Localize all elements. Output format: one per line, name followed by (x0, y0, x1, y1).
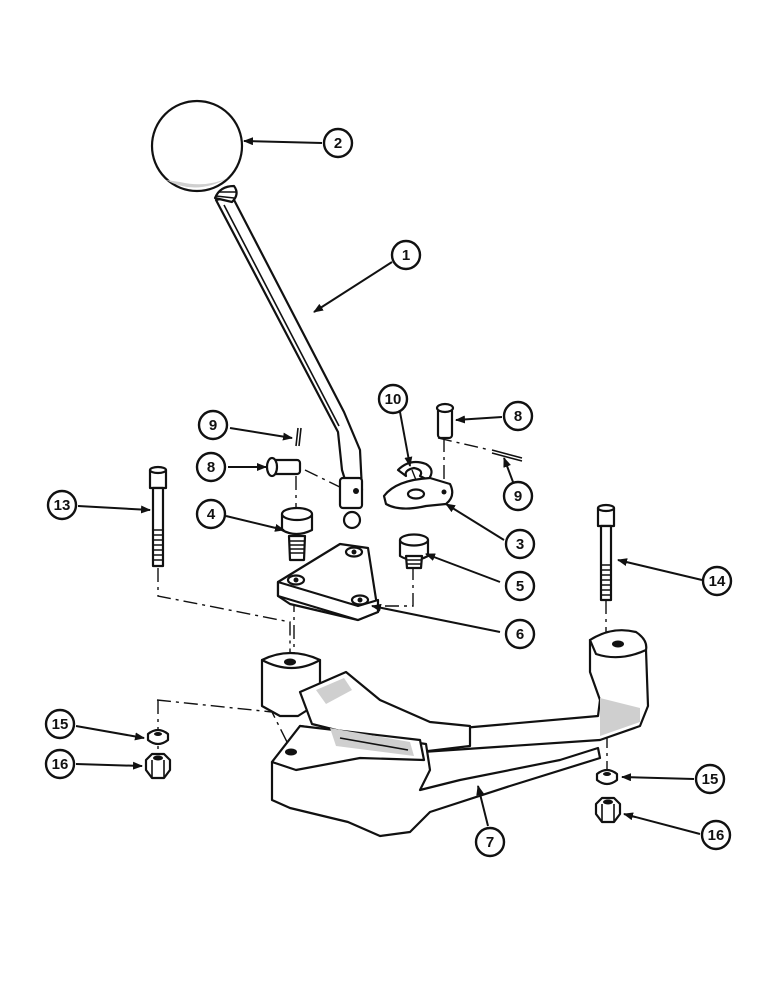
svg-text:2: 2 (334, 135, 342, 152)
frame-support-part (260, 629, 650, 838)
svg-text:13: 13 (54, 497, 71, 514)
callout-16-left: 16 (44, 748, 76, 780)
svg-text:16: 16 (708, 827, 725, 844)
callout-10: 10 (377, 383, 409, 415)
callout-9-right: 9 (502, 480, 534, 512)
link-plate-part (382, 476, 454, 510)
svg-text:16: 16 (52, 756, 69, 773)
svg-text:3: 3 (516, 536, 524, 553)
lock-washer-left-part (146, 728, 170, 746)
cotter-pin-right-part (491, 449, 523, 462)
svg-text:8: 8 (207, 459, 215, 476)
shift-lever-part (213, 184, 364, 530)
svg-text:7: 7 (486, 834, 494, 851)
clevis-pin-right-part (435, 402, 455, 440)
callout-15-right: 15 (694, 763, 726, 795)
svg-text:1: 1 (402, 247, 410, 264)
svg-text:5: 5 (516, 578, 524, 595)
callout-5: 5 (504, 570, 536, 602)
callout-3: 3 (504, 528, 536, 560)
svg-text:15: 15 (702, 771, 719, 788)
callout-8-left: 8 (195, 451, 227, 483)
svg-text:10: 10 (385, 391, 402, 408)
callout-7: 7 (474, 826, 506, 858)
hex-nut-left-part (144, 752, 172, 780)
svg-text:9: 9 (209, 417, 217, 434)
threaded-stud-part (398, 533, 430, 570)
callout-16-right: 16 (700, 819, 732, 851)
callout-13: 13 (46, 489, 78, 521)
svg-text:14: 14 (709, 573, 726, 590)
clevis-pin-left-part (265, 456, 302, 478)
cotter-pin-left-part (295, 427, 302, 447)
callout-15-left: 15 (44, 708, 76, 740)
leader-lines (75, 137, 703, 835)
svg-text:8: 8 (514, 408, 522, 425)
bolt-right-part (596, 503, 616, 602)
callout-8-right: 8 (502, 400, 534, 432)
mounting-plate-part (276, 542, 380, 622)
svg-text:9: 9 (514, 488, 522, 505)
alignment-lines (156, 437, 608, 770)
callout-4: 4 (195, 498, 227, 530)
callout-1: 1 (390, 239, 422, 271)
bolt-left-part (148, 465, 168, 568)
knob-part (150, 99, 244, 193)
callout-9-left: 9 (197, 409, 229, 441)
lock-washer-right-part (595, 768, 619, 786)
callout-6: 6 (504, 618, 536, 650)
svg-text:4: 4 (207, 506, 216, 523)
hex-nut-right-part (594, 796, 622, 824)
callout-2: 2 (322, 127, 354, 159)
callout-14: 14 (701, 565, 733, 597)
svg-text:15: 15 (52, 716, 69, 733)
pivot-bolt-part (280, 506, 314, 562)
svg-text:6: 6 (516, 626, 524, 643)
